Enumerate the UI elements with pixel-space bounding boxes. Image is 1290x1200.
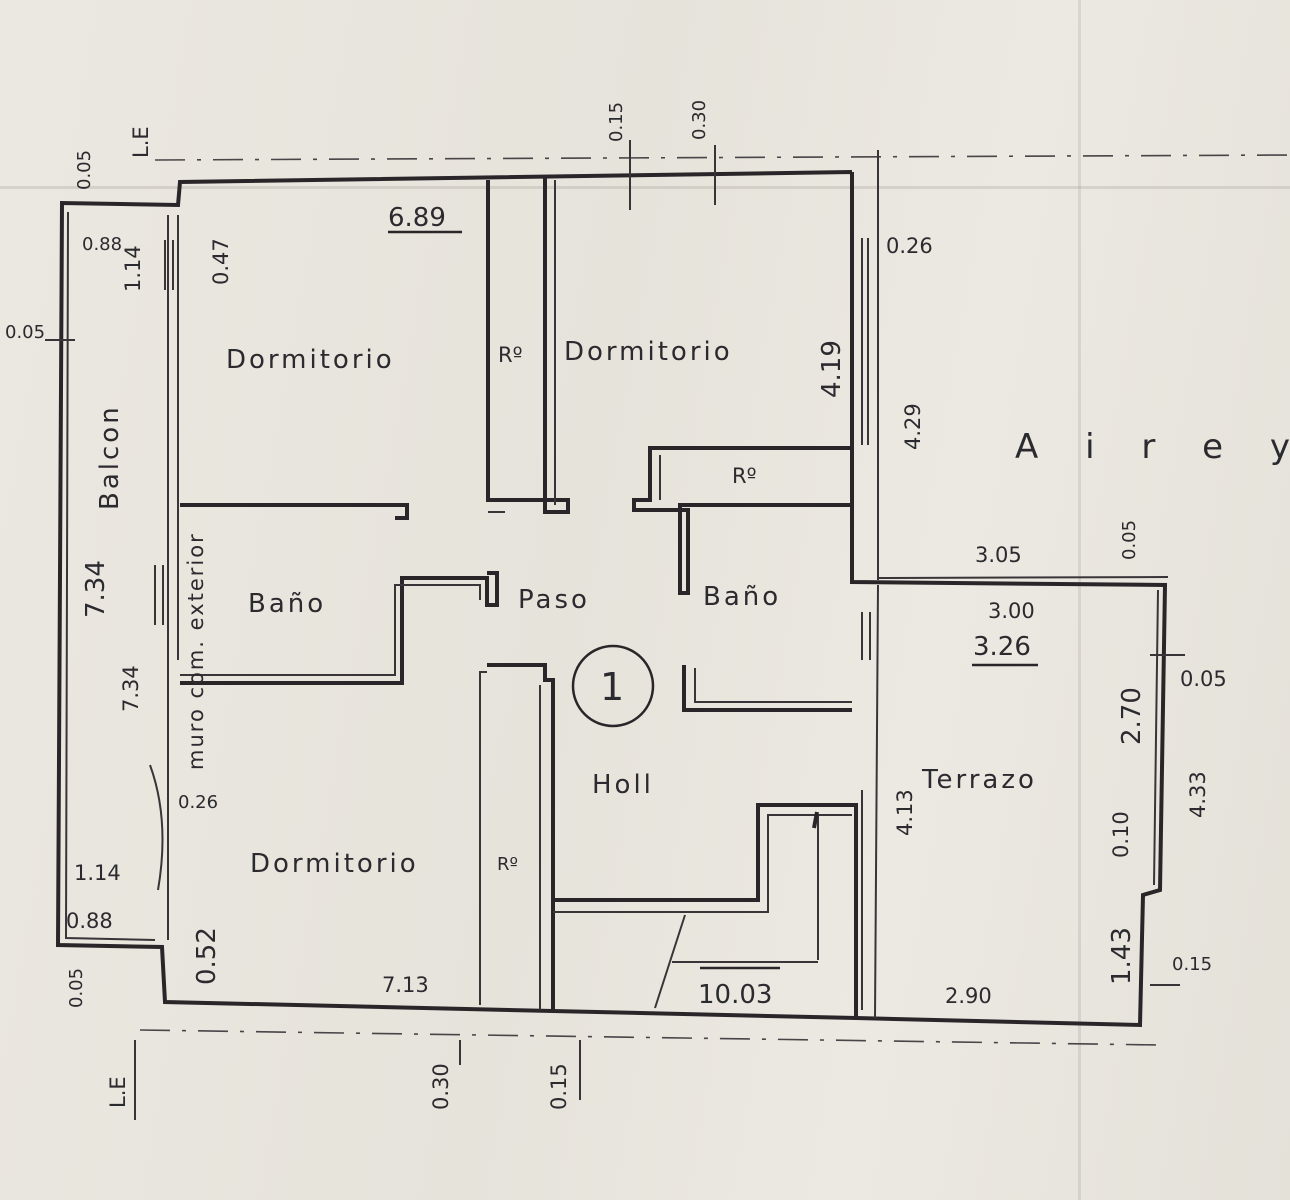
unit-circle	[571, 644, 655, 728]
dim-026-right: 0.26	[886, 234, 933, 258]
dim-305: 3.05	[975, 543, 1022, 567]
dim-030-bottom: 0.30	[429, 1063, 453, 1110]
dim-419: 4.19	[817, 340, 847, 398]
dim-005-terrace: 0.05	[1119, 520, 1140, 560]
dim-052: 0.52	[192, 927, 222, 985]
dim-088-bottom: 0.88	[66, 909, 113, 933]
dim-433: 4.33	[1186, 771, 1210, 818]
paper-fold-vertical	[1078, 0, 1081, 1200]
closet-wall	[486, 178, 570, 514]
wall-bano-right	[682, 665, 852, 712]
dim-left-005: 0.05	[5, 322, 45, 343]
room-dormitorio-top-left: Dormitorio	[226, 345, 395, 375]
wall-holl-left	[487, 663, 555, 1010]
dim-734: 7.34	[119, 665, 143, 712]
dim-429: 4.29	[901, 403, 925, 450]
dim-top-030: 0.30	[689, 100, 710, 140]
wall-dorm-bano-left	[180, 503, 409, 520]
label-ro-closet-1: Rº	[498, 343, 523, 367]
dim-300: 3.00	[988, 599, 1035, 623]
dim-290: 2.90	[945, 984, 992, 1008]
wall-bano-right-inner	[694, 668, 852, 703]
dim-top-005: 0.05	[74, 150, 95, 190]
dim-114-bottom: 1.14	[74, 861, 121, 885]
wall-bano-left-inner	[180, 584, 481, 676]
exterior-wall-inner	[64, 211, 156, 941]
le-marker-top: L.E	[129, 126, 153, 158]
room-bano-left: Baño	[248, 589, 326, 619]
terrace-top-inner	[877, 576, 1169, 579]
door-stub	[812, 811, 819, 829]
room-bano-right: Baño	[703, 582, 781, 612]
wall-bano-left	[180, 571, 499, 685]
le-marker-bottom: L.E	[106, 1076, 130, 1108]
dim-088-top: 0.88	[82, 234, 122, 255]
dim-114-top: 1.14	[121, 245, 145, 292]
dim-top-015: 0.15	[606, 102, 627, 142]
dim-010: 0.10	[1109, 811, 1133, 858]
wall-holl-left-inner	[479, 671, 487, 1005]
dim-005-right: 0.05	[1180, 667, 1227, 691]
dim-689: 6.89	[388, 203, 446, 233]
room-terrazo: Terrazo	[921, 765, 1037, 795]
room-dormitorio-bottom: Dormitorio	[250, 849, 419, 879]
room-holl: Holl	[592, 770, 654, 800]
right-wall-inner	[874, 584, 879, 1019]
wall-stair-inner	[553, 814, 852, 913]
dim-734-bold: 7.34	[81, 560, 111, 618]
dim-1003: 10.03	[698, 980, 772, 1010]
room-balcon: Balcon	[95, 404, 125, 510]
room-dormitorio-top-right: Dormitorio	[564, 337, 733, 367]
paper-fold-horizontal	[0, 186, 1290, 189]
terrace-wall-inner	[1153, 589, 1159, 886]
dim-015-bottom: 0.15	[547, 1063, 571, 1110]
room-paso: Paso	[518, 585, 590, 615]
label-muro-exterior: muro com. exterior	[184, 532, 208, 770]
door-curve-balcony	[149, 764, 164, 891]
stair-diag	[654, 914, 686, 1009]
property-line-bottom	[139, 1029, 1161, 1046]
dim-015-right: 0.15	[1172, 954, 1212, 975]
dim-413: 4.13	[893, 789, 917, 836]
label-aire: A i r e y	[1015, 427, 1290, 467]
dim-713: 7.13	[382, 973, 429, 997]
unit-number: 1	[600, 665, 624, 709]
wall-stair	[553, 803, 858, 1018]
dim-047: 0.47	[209, 238, 233, 285]
dim-143: 1.43	[1107, 927, 1137, 985]
label-ro-closet-3: Rº	[497, 854, 518, 875]
dim-270: 2.70	[1117, 687, 1147, 745]
dim-026-left: 0.26	[178, 792, 218, 813]
exterior-wall	[55, 170, 1168, 1028]
property-line-top	[154, 154, 1290, 161]
dim-326: 3.26	[973, 632, 1031, 662]
label-ro-closet-2: Rº	[732, 464, 757, 488]
wall-ro-right	[632, 446, 852, 595]
dim-005-bottom: 0.05	[66, 968, 87, 1008]
